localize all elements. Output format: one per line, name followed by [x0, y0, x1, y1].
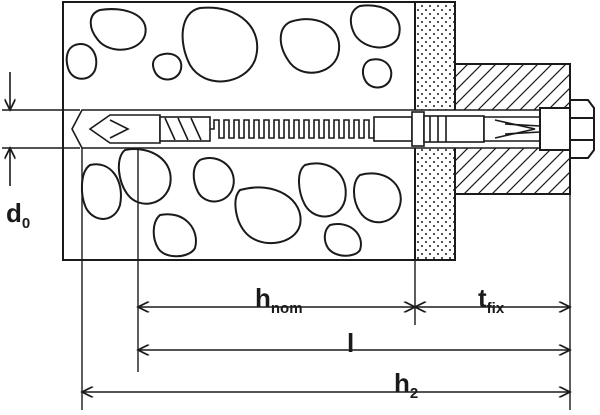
label-l: l: [347, 328, 354, 358]
label-h2: h2: [394, 368, 418, 402]
aggregate-stones: [65, 4, 402, 258]
label-hnom: hnom: [255, 283, 303, 317]
screw-head: [539, 99, 595, 159]
label-tfix: tfix: [478, 283, 505, 317]
expansion-spring: [210, 119, 375, 139]
label-d0: d0: [6, 198, 30, 232]
dimension-d0: [2, 72, 80, 186]
anchor-body: [88, 111, 541, 147]
